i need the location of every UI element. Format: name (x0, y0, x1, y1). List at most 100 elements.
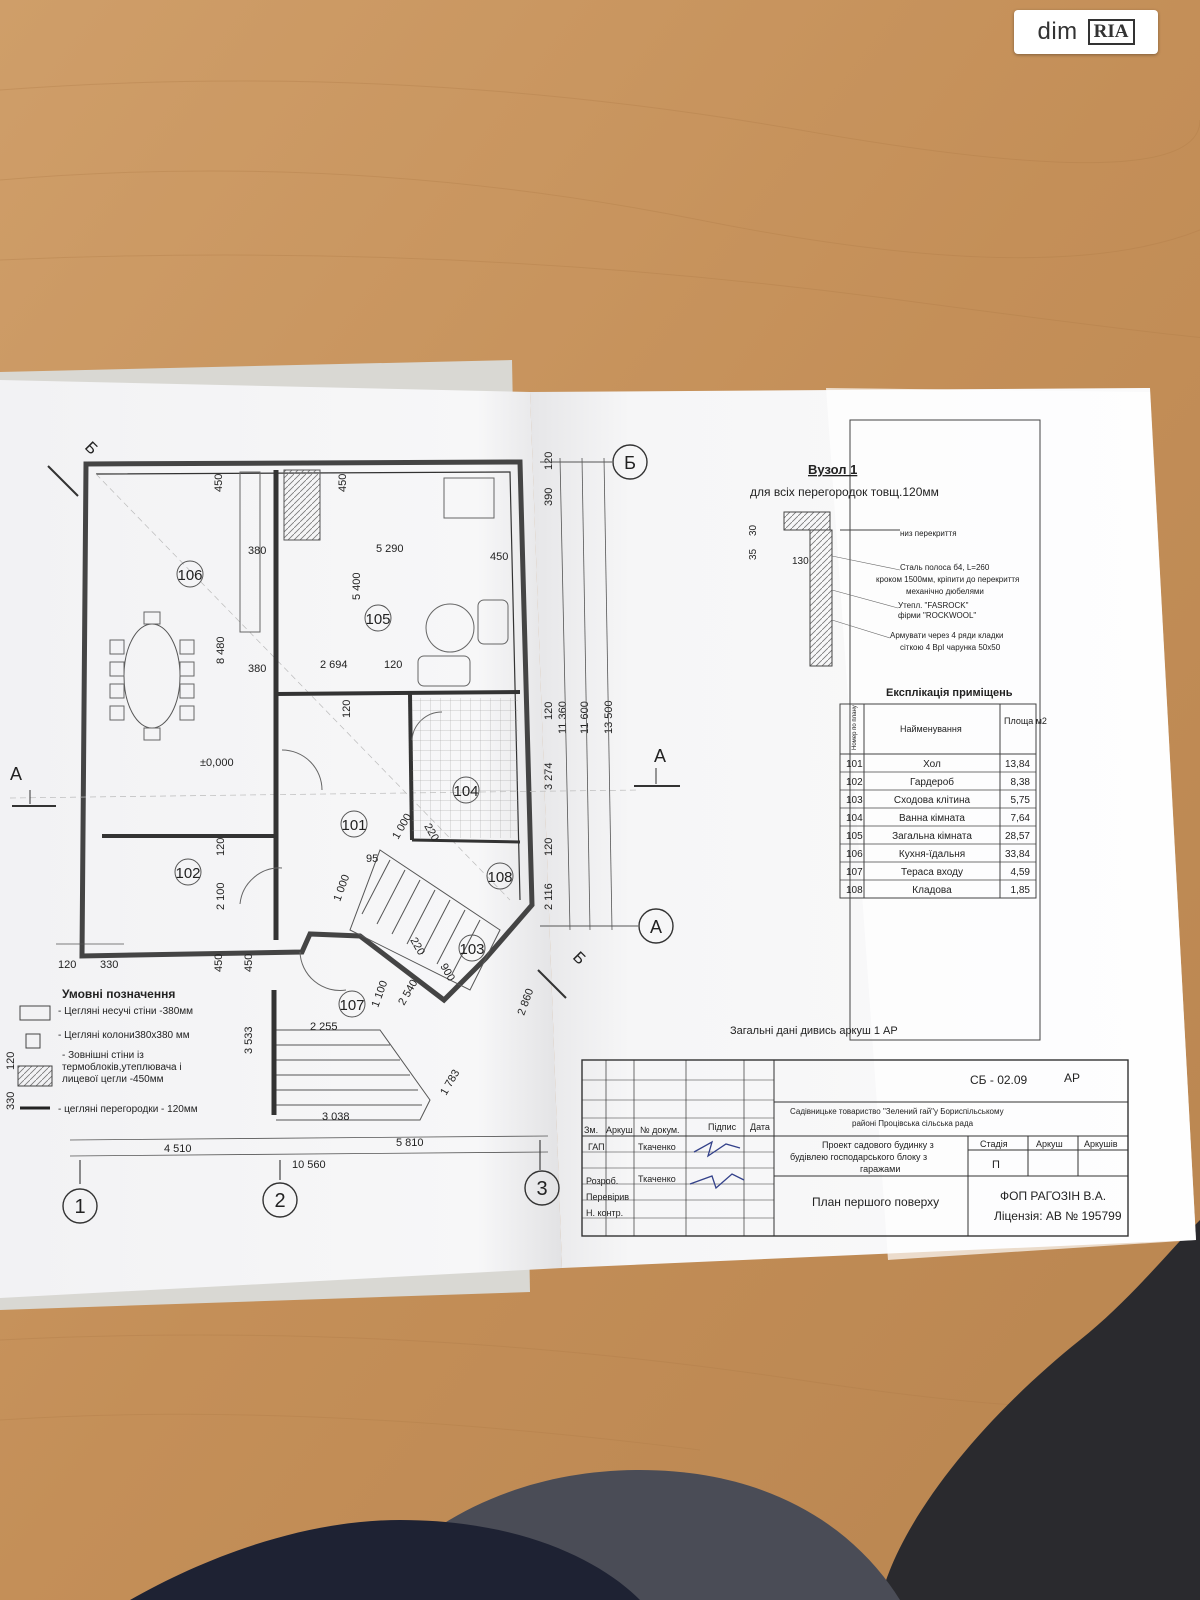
axis-3: 3 (524, 1170, 560, 1206)
grid-axes (79, 1140, 541, 1184)
dimension-lines (56, 457, 613, 1157)
explication-cell: 5,75 (1011, 795, 1031, 806)
stamp-mark: АР (1064, 1071, 1080, 1085)
dark-sleeve (130, 1520, 640, 1600)
explication-cell: 1,85 (1011, 885, 1031, 896)
dark-fabric (880, 1220, 1200, 1600)
svg-text:Аркуш: Аркуш (606, 1125, 633, 1135)
svg-text:1: 1 (74, 1196, 85, 1218)
svg-text:кроком 1500мм, кріпити до пере: кроком 1500мм, кріпити до перекриття (876, 575, 1019, 584)
explication-cell: Кладова (912, 885, 952, 896)
svg-text:лицевої цегли -450мм: лицевої цегли -450мм (62, 1074, 164, 1085)
svg-text:Найменування: Найменування (900, 724, 962, 734)
svg-text:120: 120 (58, 959, 76, 971)
svg-text:450: 450 (243, 954, 255, 972)
explication-title: Експлікація приміщень (886, 687, 1013, 699)
svg-text:5 400: 5 400 (351, 572, 363, 600)
explication-cell: 107 (846, 867, 863, 878)
svg-text:330: 330 (5, 1092, 17, 1110)
explication-cell: Загальна кімната (892, 831, 972, 842)
svg-text:Дата: Дата (750, 1122, 770, 1132)
explication-cell: 13,84 (1005, 759, 1030, 770)
explication-cell: Гардероб (910, 776, 954, 788)
svg-text:120: 120 (543, 452, 555, 470)
svg-text:101: 101 (341, 817, 366, 834)
svg-text:3: 3 (536, 1178, 547, 1200)
svg-text:3 038: 3 038 (322, 1111, 350, 1123)
explication-cell: 7,64 (1011, 813, 1031, 824)
explication-cell: Сходова клітина (894, 795, 971, 806)
signature-1 (693, 1140, 741, 1158)
svg-text:120: 120 (384, 659, 402, 671)
explication-cell: Ванна кімната (899, 813, 965, 824)
svg-text:2 100: 2 100 (215, 882, 227, 910)
svg-text:11 360: 11 360 (557, 701, 569, 734)
svg-text:107: 107 (339, 997, 364, 1014)
svg-text:95: 95 (366, 853, 378, 865)
svg-text:А: А (10, 764, 22, 784)
dim-ria-watermark: dim RIA (1014, 10, 1158, 54)
svg-text:Б: Б (624, 453, 636, 473)
svg-text:120: 120 (543, 702, 555, 720)
svg-text:380: 380 (248, 663, 266, 675)
svg-text:Номер по плану: Номер по плану (852, 705, 858, 750)
svg-text:10 560: 10 560 (292, 1159, 326, 1171)
watermark-dim: dim (1037, 18, 1078, 45)
svg-text:ФОП РАГОЗІН В.А.: ФОП РАГОЗІН В.А. (1000, 1189, 1106, 1203)
svg-text:Площа м2: Площа м2 (1004, 716, 1047, 726)
svg-text:3 533: 3 533 (243, 1026, 255, 1054)
svg-text:13 500: 13 500 (603, 700, 615, 734)
explication-cell: 33,84 (1005, 849, 1030, 860)
svg-text:- Зовнішні стіни із: - Зовнішні стіни із (62, 1050, 144, 1061)
svg-text:11 600: 11 600 (579, 701, 591, 734)
svg-text:Зм.: Зм. (584, 1125, 598, 1135)
explication-cell: 4,59 (1011, 867, 1031, 878)
svg-text:30: 30 (748, 524, 759, 536)
svg-text:3 274: 3 274 (543, 762, 555, 790)
svg-text:гаражами: гаражами (860, 1164, 900, 1174)
svg-text:2 694: 2 694 (320, 659, 348, 671)
svg-text:ГАП: ГАП (588, 1142, 605, 1152)
room-103: 103 (458, 934, 486, 962)
left-page (0, 380, 562, 1298)
svg-text:низ перекриття: низ перекриття (900, 529, 957, 538)
svg-text:Армувати через 4 ряди кладки: Армувати через 4 ряди кладки (890, 631, 1003, 640)
legend-title: Умовні позначення (62, 987, 175, 1001)
svg-text:450: 450 (213, 954, 225, 972)
svg-text:Н. контр.: Н. контр. (586, 1208, 623, 1218)
svg-text:2: 2 (274, 1190, 285, 1212)
svg-text:380: 380 (248, 545, 266, 557)
svg-text:120: 120 (5, 1052, 17, 1070)
stamp-code: СБ - 02.09 (970, 1073, 1028, 1087)
svg-text:102: 102 (175, 865, 200, 882)
room-102: 102 (174, 858, 202, 886)
svg-text:450: 450 (490, 551, 508, 563)
room-labels: 106 105 101 102 104 108 103 107 (174, 560, 514, 1018)
general-note: Загальні дані дивись аркуш 1 АР (730, 1025, 898, 1037)
level-mark: ±0,000 (200, 757, 234, 769)
svg-text:Ткаченко: Ткаченко (638, 1174, 676, 1184)
svg-text:130: 130 (792, 556, 809, 567)
explication-cell: Хол (923, 759, 941, 770)
svg-text:8 480: 8 480 (215, 636, 227, 664)
legend: Умовні позначення - Цегляні несучі стіни… (17, 987, 198, 1115)
svg-text:Сталь полоса б4, L=260: Сталь полоса б4, L=260 (900, 563, 990, 572)
room-101: 101 (340, 810, 368, 838)
svg-text:2 255: 2 255 (310, 1021, 338, 1033)
axis-a: А (540, 908, 674, 944)
outer-wall (79, 459, 535, 1004)
axis-2: 2 (262, 1182, 298, 1218)
svg-text:120: 120 (215, 838, 227, 856)
svg-text:Стадія: Стадія (980, 1139, 1008, 1149)
svg-text:330: 330 (100, 959, 118, 971)
watermark-ria: RIA (1087, 19, 1135, 45)
svg-text:механічно дюбелями: механічно дюбелями (906, 587, 984, 596)
explication-cell: 28,57 (1005, 831, 1030, 842)
svg-text:районі Процівська сільська рад: районі Процівська сільська рада (852, 1119, 974, 1128)
explication-cell: 108 (846, 885, 863, 896)
svg-text:Підпис: Підпис (708, 1122, 737, 1132)
svg-text:Розроб.: Розроб. (586, 1176, 618, 1186)
svg-text:Ліцензія: АВ № 195799: Ліцензія: АВ № 195799 (994, 1209, 1122, 1223)
svg-text:- Цегляні несучі стіни -380мм: - Цегляні несучі стіни -380мм (58, 1006, 193, 1017)
